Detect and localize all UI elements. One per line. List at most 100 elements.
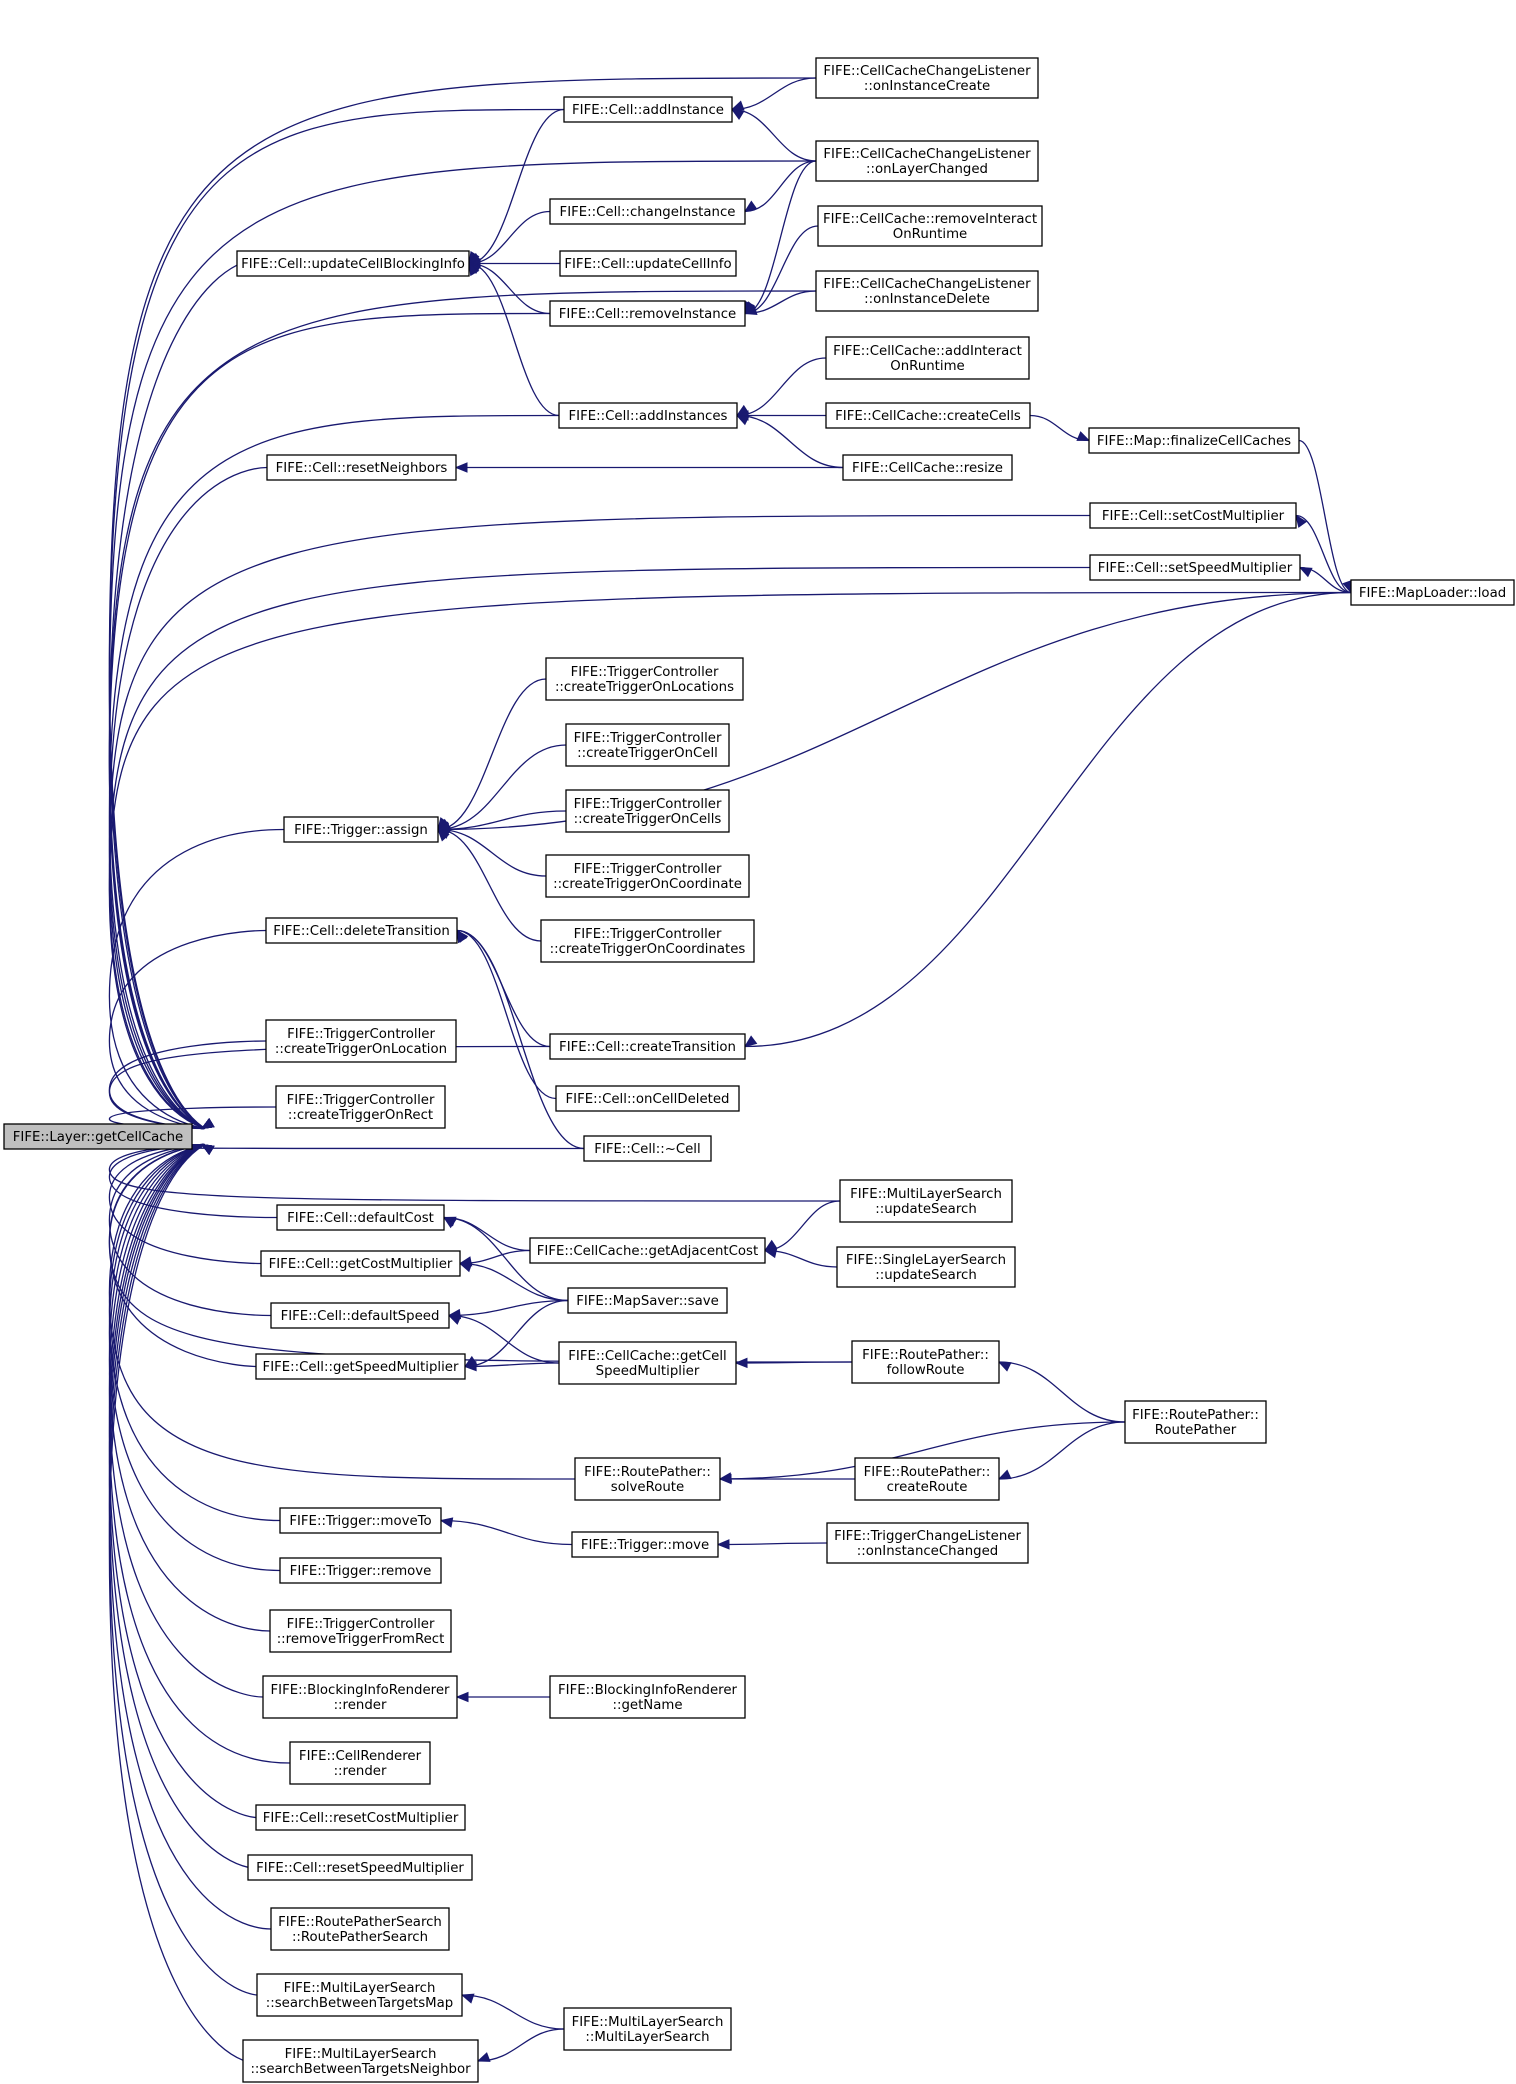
arrowhead-search-between-targets-neighbor bbox=[476, 2052, 491, 2062]
edge-map-saver-save-to-default-speed bbox=[448, 1299, 569, 1317]
node-cell-remove-instance[interactable]: FIFE::Cell::removeInstance bbox=[549, 300, 746, 327]
arrowhead-cell-add-instance bbox=[730, 100, 745, 111]
node-reset-cost-multiplier[interactable]: FIFE::Cell::resetCostMultiplier bbox=[255, 1804, 466, 1831]
node-route-pather-search[interactable]: FIFE::RoutePatherSearch::RoutePatherSear… bbox=[270, 1907, 450, 1951]
node-box bbox=[815, 57, 1039, 99]
node-default-cost[interactable]: FIFE::Cell::defaultCost bbox=[276, 1204, 445, 1231]
node-box bbox=[265, 1019, 457, 1063]
node-create-cells[interactable]: FIFE::CellCache::createCells bbox=[825, 402, 1031, 429]
edge-on-instance-create-to-cell-add-instance bbox=[731, 77, 817, 111]
node-blocking-info-get-name[interactable]: FIFE::BlockingInfoRenderer::getName bbox=[549, 1675, 746, 1719]
edge-cell-remove-instance-to-get-cell-cache bbox=[108, 312, 551, 1130]
node-create-trigger-on-coordinates[interactable]: FIFE::TriggerController::createTriggerOn… bbox=[540, 919, 755, 963]
node-box bbox=[236, 250, 470, 277]
node-label: ::updateSearch bbox=[875, 1202, 977, 1217]
node-label: FIFE::Cell::removeInstance bbox=[559, 307, 736, 322]
node-single-layer-update-search[interactable]: FIFE::SingleLayerSearch::updateSearch bbox=[836, 1246, 1016, 1288]
node-label: FIFE::Cell::defaultSpeed bbox=[281, 1309, 440, 1324]
node-multi-layer-update-search[interactable]: FIFE::MultiLayerSearch::updateSearch bbox=[839, 1179, 1013, 1223]
node-search-between-targets-neighbor[interactable]: FIFE::MultiLayerSearch::searchBetweenTar… bbox=[242, 2039, 479, 2083]
node-label: ::RoutePatherSearch bbox=[292, 1930, 428, 1945]
node-box bbox=[817, 205, 1043, 247]
node-label: FIFE::Cell::resetSpeedMultiplier bbox=[256, 1861, 464, 1876]
node-on-instance-changed[interactable]: FIFE::TriggerChangeListener::onInstanceC… bbox=[826, 1522, 1029, 1564]
node-box bbox=[839, 1179, 1013, 1223]
arrowhead-trigger-assign bbox=[436, 821, 451, 832]
node-finalize-cell-caches[interactable]: FIFE::Map::finalizeCellCaches bbox=[1088, 427, 1300, 454]
node-cell-add-instances[interactable]: FIFE::Cell::addInstances bbox=[558, 402, 738, 429]
node-label: FIFE::CellCache::addInteract bbox=[833, 344, 1022, 359]
node-trigger-assign[interactable]: FIFE::Trigger::assign bbox=[283, 816, 439, 843]
node-box bbox=[563, 2007, 732, 2051]
arrowhead-reset-neighbors bbox=[454, 462, 468, 473]
node-cell-update-cell-info[interactable]: FIFE::Cell::updateCellInfo bbox=[559, 250, 737, 277]
node-reset-neighbors[interactable]: FIFE::Cell::resetNeighbors bbox=[266, 454, 457, 481]
node-cell-add-instance[interactable]: FIFE::Cell::addInstance bbox=[563, 96, 733, 123]
node-follow-route[interactable]: FIFE::RoutePather::followRoute bbox=[851, 1340, 1000, 1384]
node-label: FIFE::TriggerController bbox=[571, 665, 719, 680]
node-label: FIFE::Cell::resetNeighbors bbox=[276, 461, 448, 476]
node-create-trigger-on-rect[interactable]: FIFE::TriggerController::createTriggerOn… bbox=[275, 1085, 446, 1129]
node-search-between-targets-map[interactable]: FIFE::MultiLayerSearch::searchBetweenTar… bbox=[256, 1973, 463, 2017]
node-trigger-move-to[interactable]: FIFE::Trigger::moveTo bbox=[279, 1507, 442, 1534]
node-on-instance-delete[interactable]: FIFE::CellCacheChangeListener::onInstanc… bbox=[815, 270, 1039, 312]
node-box bbox=[270, 1907, 450, 1951]
arrowhead-solve-route bbox=[718, 1473, 732, 1485]
node-delete-transition[interactable]: FIFE::Cell::deleteTransition bbox=[265, 917, 458, 944]
node-cell-cache-resize[interactable]: FIFE::CellCache::resize bbox=[842, 454, 1013, 481]
node-solve-route[interactable]: FIFE::RoutePather::solveRoute bbox=[574, 1457, 721, 1501]
node-label: ::getName bbox=[612, 1698, 682, 1713]
node-create-trigger-on-cells[interactable]: FIFE::TriggerController::createTriggerOn… bbox=[565, 789, 730, 833]
node-cell-destructor[interactable]: FIFE::Cell::~Cell bbox=[583, 1135, 712, 1162]
node-create-trigger-on-cell[interactable]: FIFE::TriggerController::createTriggerOn… bbox=[565, 723, 730, 767]
node-multi-layer-search-ctor[interactable]: FIFE::MultiLayerSearch::MultiLayerSearch bbox=[563, 2007, 732, 2051]
edge-solve-route-to-get-cell-cache bbox=[108, 1143, 576, 1480]
node-box bbox=[583, 1135, 712, 1162]
node-box bbox=[283, 816, 439, 843]
node-on-instance-create[interactable]: FIFE::CellCacheChangeListener::onInstanc… bbox=[815, 57, 1039, 99]
node-remove-trigger-from-rect[interactable]: FIFE::TriggerController::removeTriggerFr… bbox=[269, 1609, 452, 1653]
node-cell-on-cell-deleted[interactable]: FIFE::Cell::onCellDeleted bbox=[555, 1085, 740, 1112]
node-create-trigger-on-location[interactable]: FIFE::TriggerController::createTriggerOn… bbox=[265, 1019, 457, 1063]
node-map-saver-save[interactable]: FIFE::MapSaver::save bbox=[567, 1287, 728, 1314]
node-create-route[interactable]: FIFE::RoutePather::createRoute bbox=[854, 1457, 1000, 1501]
node-trigger-remove[interactable]: FIFE::Trigger::remove bbox=[279, 1557, 442, 1584]
node-update-cell-blocking-info[interactable]: FIFE::Cell::updateCellBlockingInfo bbox=[236, 250, 470, 277]
node-box bbox=[276, 1204, 445, 1231]
node-label: OnRuntime bbox=[890, 359, 964, 374]
node-label: ::createTriggerOnLocation bbox=[275, 1042, 447, 1057]
node-box bbox=[260, 1250, 461, 1277]
node-map-loader-load[interactable]: FIFE::MapLoader::load bbox=[1350, 579, 1515, 606]
node-default-speed[interactable]: FIFE::Cell::defaultSpeed bbox=[270, 1302, 450, 1329]
edge-map-saver-save-to-get-speed-multiplier bbox=[464, 1299, 569, 1368]
node-on-layer-changed[interactable]: FIFE::CellCacheChangeListener::onLayerCh… bbox=[815, 140, 1039, 182]
node-blocking-info-render[interactable]: FIFE::BlockingInfoRenderer::render bbox=[262, 1675, 458, 1719]
node-route-pather-ctor[interactable]: FIFE::RoutePather::RoutePather bbox=[1124, 1400, 1267, 1444]
node-cell-change-instance[interactable]: FIFE::Cell::changeInstance bbox=[549, 198, 746, 225]
edge-reset-cost-multiplier-to-get-cell-cache bbox=[108, 1143, 257, 1819]
node-label: FIFE::RoutePatherSearch bbox=[278, 1915, 442, 1930]
node-get-speed-multiplier[interactable]: FIFE::Cell::getSpeedMultiplier bbox=[255, 1353, 466, 1380]
node-trigger-move[interactable]: FIFE::Trigger::move bbox=[571, 1531, 719, 1558]
node-box bbox=[275, 1085, 446, 1129]
node-cell-create-transition[interactable]: FIFE::Cell::createTransition bbox=[549, 1033, 746, 1060]
node-get-adjacent-cost[interactable]: FIFE::CellCache::getAdjacentCost bbox=[529, 1237, 766, 1264]
node-create-trigger-on-locations[interactable]: FIFE::TriggerController::createTriggerOn… bbox=[545, 657, 744, 701]
node-create-trigger-on-coordinate[interactable]: FIFE::TriggerController::createTriggerOn… bbox=[545, 854, 750, 898]
node-label: followRoute bbox=[887, 1363, 965, 1378]
node-reset-speed-multiplier[interactable]: FIFE::Cell::resetSpeedMultiplier bbox=[247, 1854, 473, 1881]
node-get-cost-multiplier[interactable]: FIFE::Cell::getCostMultiplier bbox=[260, 1250, 461, 1277]
node-label: ::onInstanceDelete bbox=[864, 292, 990, 307]
edge-multi-layer-search-ctor-to-search-between-targets-map bbox=[461, 1994, 565, 2030]
edge-cell-remove-instance-to-update-cell-blocking-info bbox=[468, 262, 551, 315]
node-cell-renderer-render[interactable]: FIFE::CellRenderer::render bbox=[289, 1741, 431, 1785]
node-label: ::createTriggerOnCoordinates bbox=[550, 942, 746, 957]
node-set-cost-multiplier[interactable]: FIFE::Cell::setCostMultiplier bbox=[1089, 502, 1297, 529]
node-label: FIFE::Cell::deleteTransition bbox=[273, 924, 450, 939]
node-get-cell-cache[interactable]: FIFE::Layer::getCellCache bbox=[3, 1123, 193, 1150]
edge-cell-on-cell-deleted-to-delete-transition bbox=[456, 929, 557, 1100]
node-set-speed-multiplier[interactable]: FIFE::Cell::setSpeedMultiplier bbox=[1089, 554, 1301, 581]
